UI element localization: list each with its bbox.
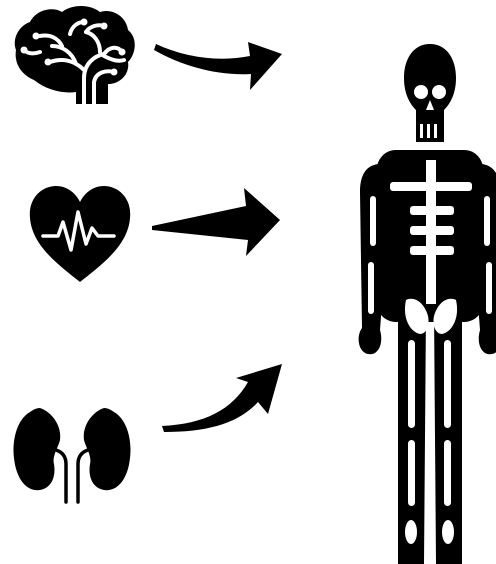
heart-pulse-icon bbox=[30, 186, 130, 282]
arrow-icon bbox=[152, 188, 280, 256]
skeleton-icon bbox=[359, 44, 496, 564]
arrow-icon bbox=[154, 42, 282, 90]
brain-icon bbox=[15, 6, 135, 104]
kidneys-icon bbox=[14, 408, 131, 502]
arrow-icon bbox=[162, 364, 282, 432]
